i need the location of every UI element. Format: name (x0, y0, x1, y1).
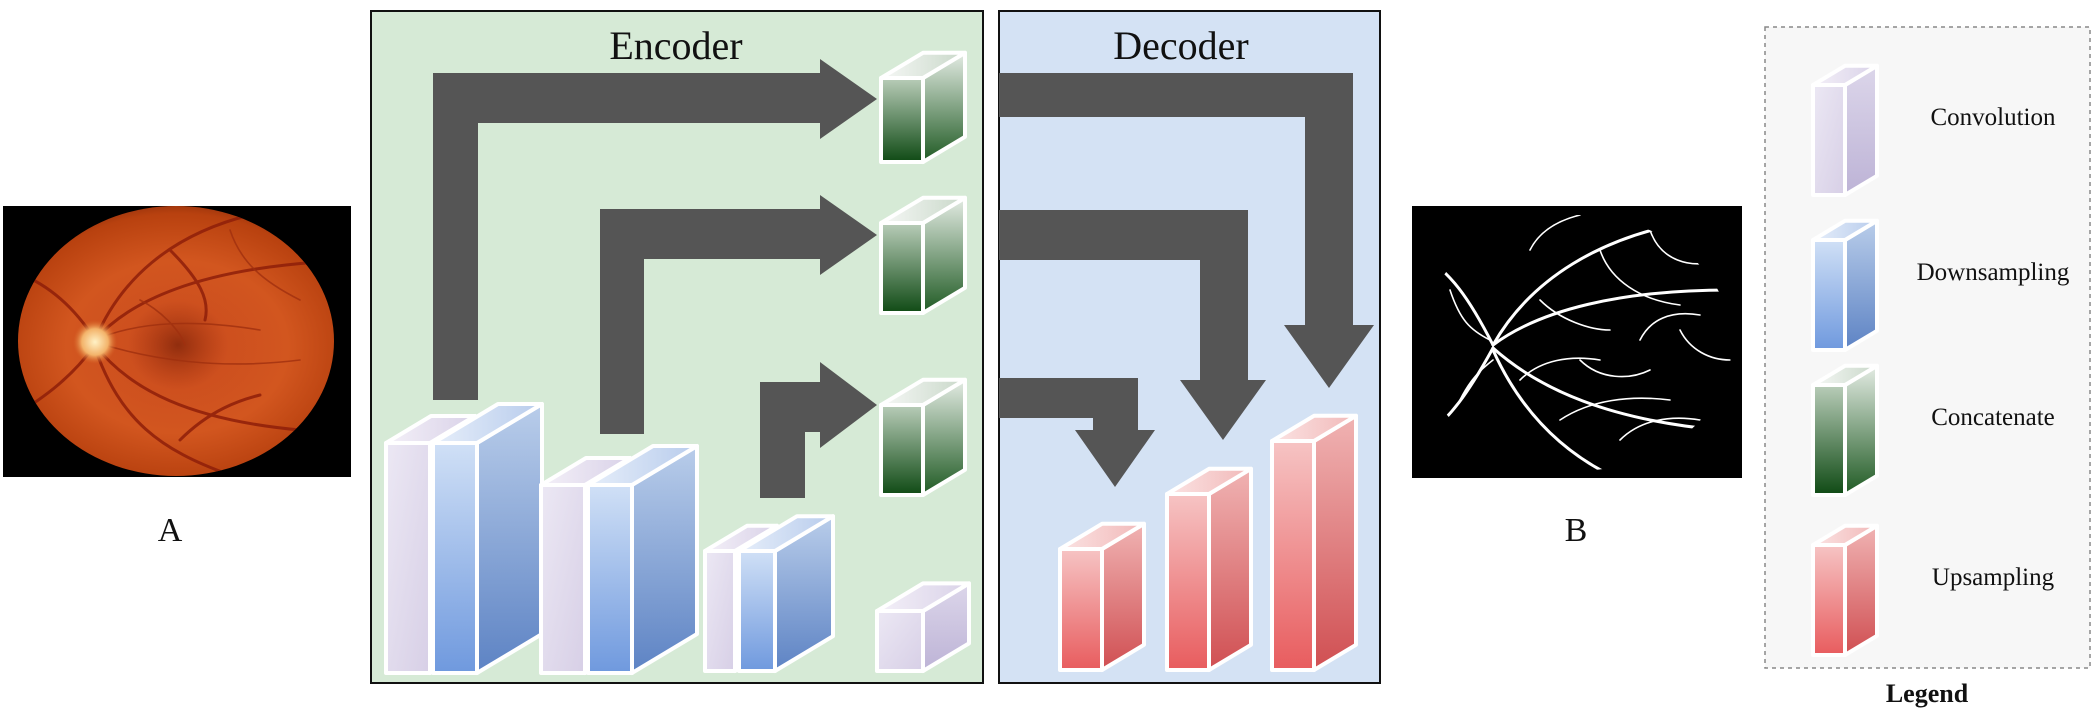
legend-swatch-upsampling (1811, 523, 1879, 657)
upsample-block-level3 (1058, 521, 1146, 672)
input-fundus-image (3, 206, 351, 477)
legend: ConvolutionDownsamplingConcatenateUpsamp… (1764, 26, 2091, 708)
decoder-arrow-3 (999, 378, 1155, 487)
concat-block-level1 (879, 50, 967, 164)
legend-swatch-downsampling (1811, 218, 1879, 352)
legend-title: Legend (1886, 679, 1969, 708)
output-vessel-image (1412, 206, 1742, 478)
skip-arrow-encoder-2 (600, 195, 877, 434)
skip-arrow-encoder-1 (433, 59, 877, 400)
upsample-block-level1 (1270, 413, 1358, 672)
upsample-block-level2 (1165, 466, 1253, 672)
encoder-title: Encoder (609, 23, 742, 68)
conv-block-bottleneck (875, 581, 971, 673)
arrows-decoder (999, 73, 1374, 487)
skip-arrow-encoder-3 (760, 362, 877, 498)
output-image-label: B (1565, 512, 1588, 549)
decoder-arrow-1 (999, 73, 1374, 388)
decoder-arrow-2 (999, 210, 1266, 440)
legend-label-upsampling: Upsampling (1932, 564, 2055, 591)
legend-label-downsampling: Downsampling (1917, 259, 2070, 286)
downsample-block-level2 (586, 444, 699, 675)
legend-label-convolution: Convolution (1930, 104, 2056, 131)
concat-block-level3 (879, 377, 967, 497)
input-image-label: A (158, 512, 183, 549)
downsample-block-level1 (431, 402, 544, 675)
legend-label-concatenate: Concatenate (1931, 404, 2055, 431)
skip-arrows-encoder (433, 59, 877, 498)
legend-swatch-convolution (1811, 63, 1879, 197)
decoder-title: Decoder (1113, 23, 1248, 68)
legend-swatch-concatenate (1811, 363, 1879, 497)
downsample-block-level3 (737, 514, 835, 673)
concat-block-level2 (879, 195, 967, 315)
